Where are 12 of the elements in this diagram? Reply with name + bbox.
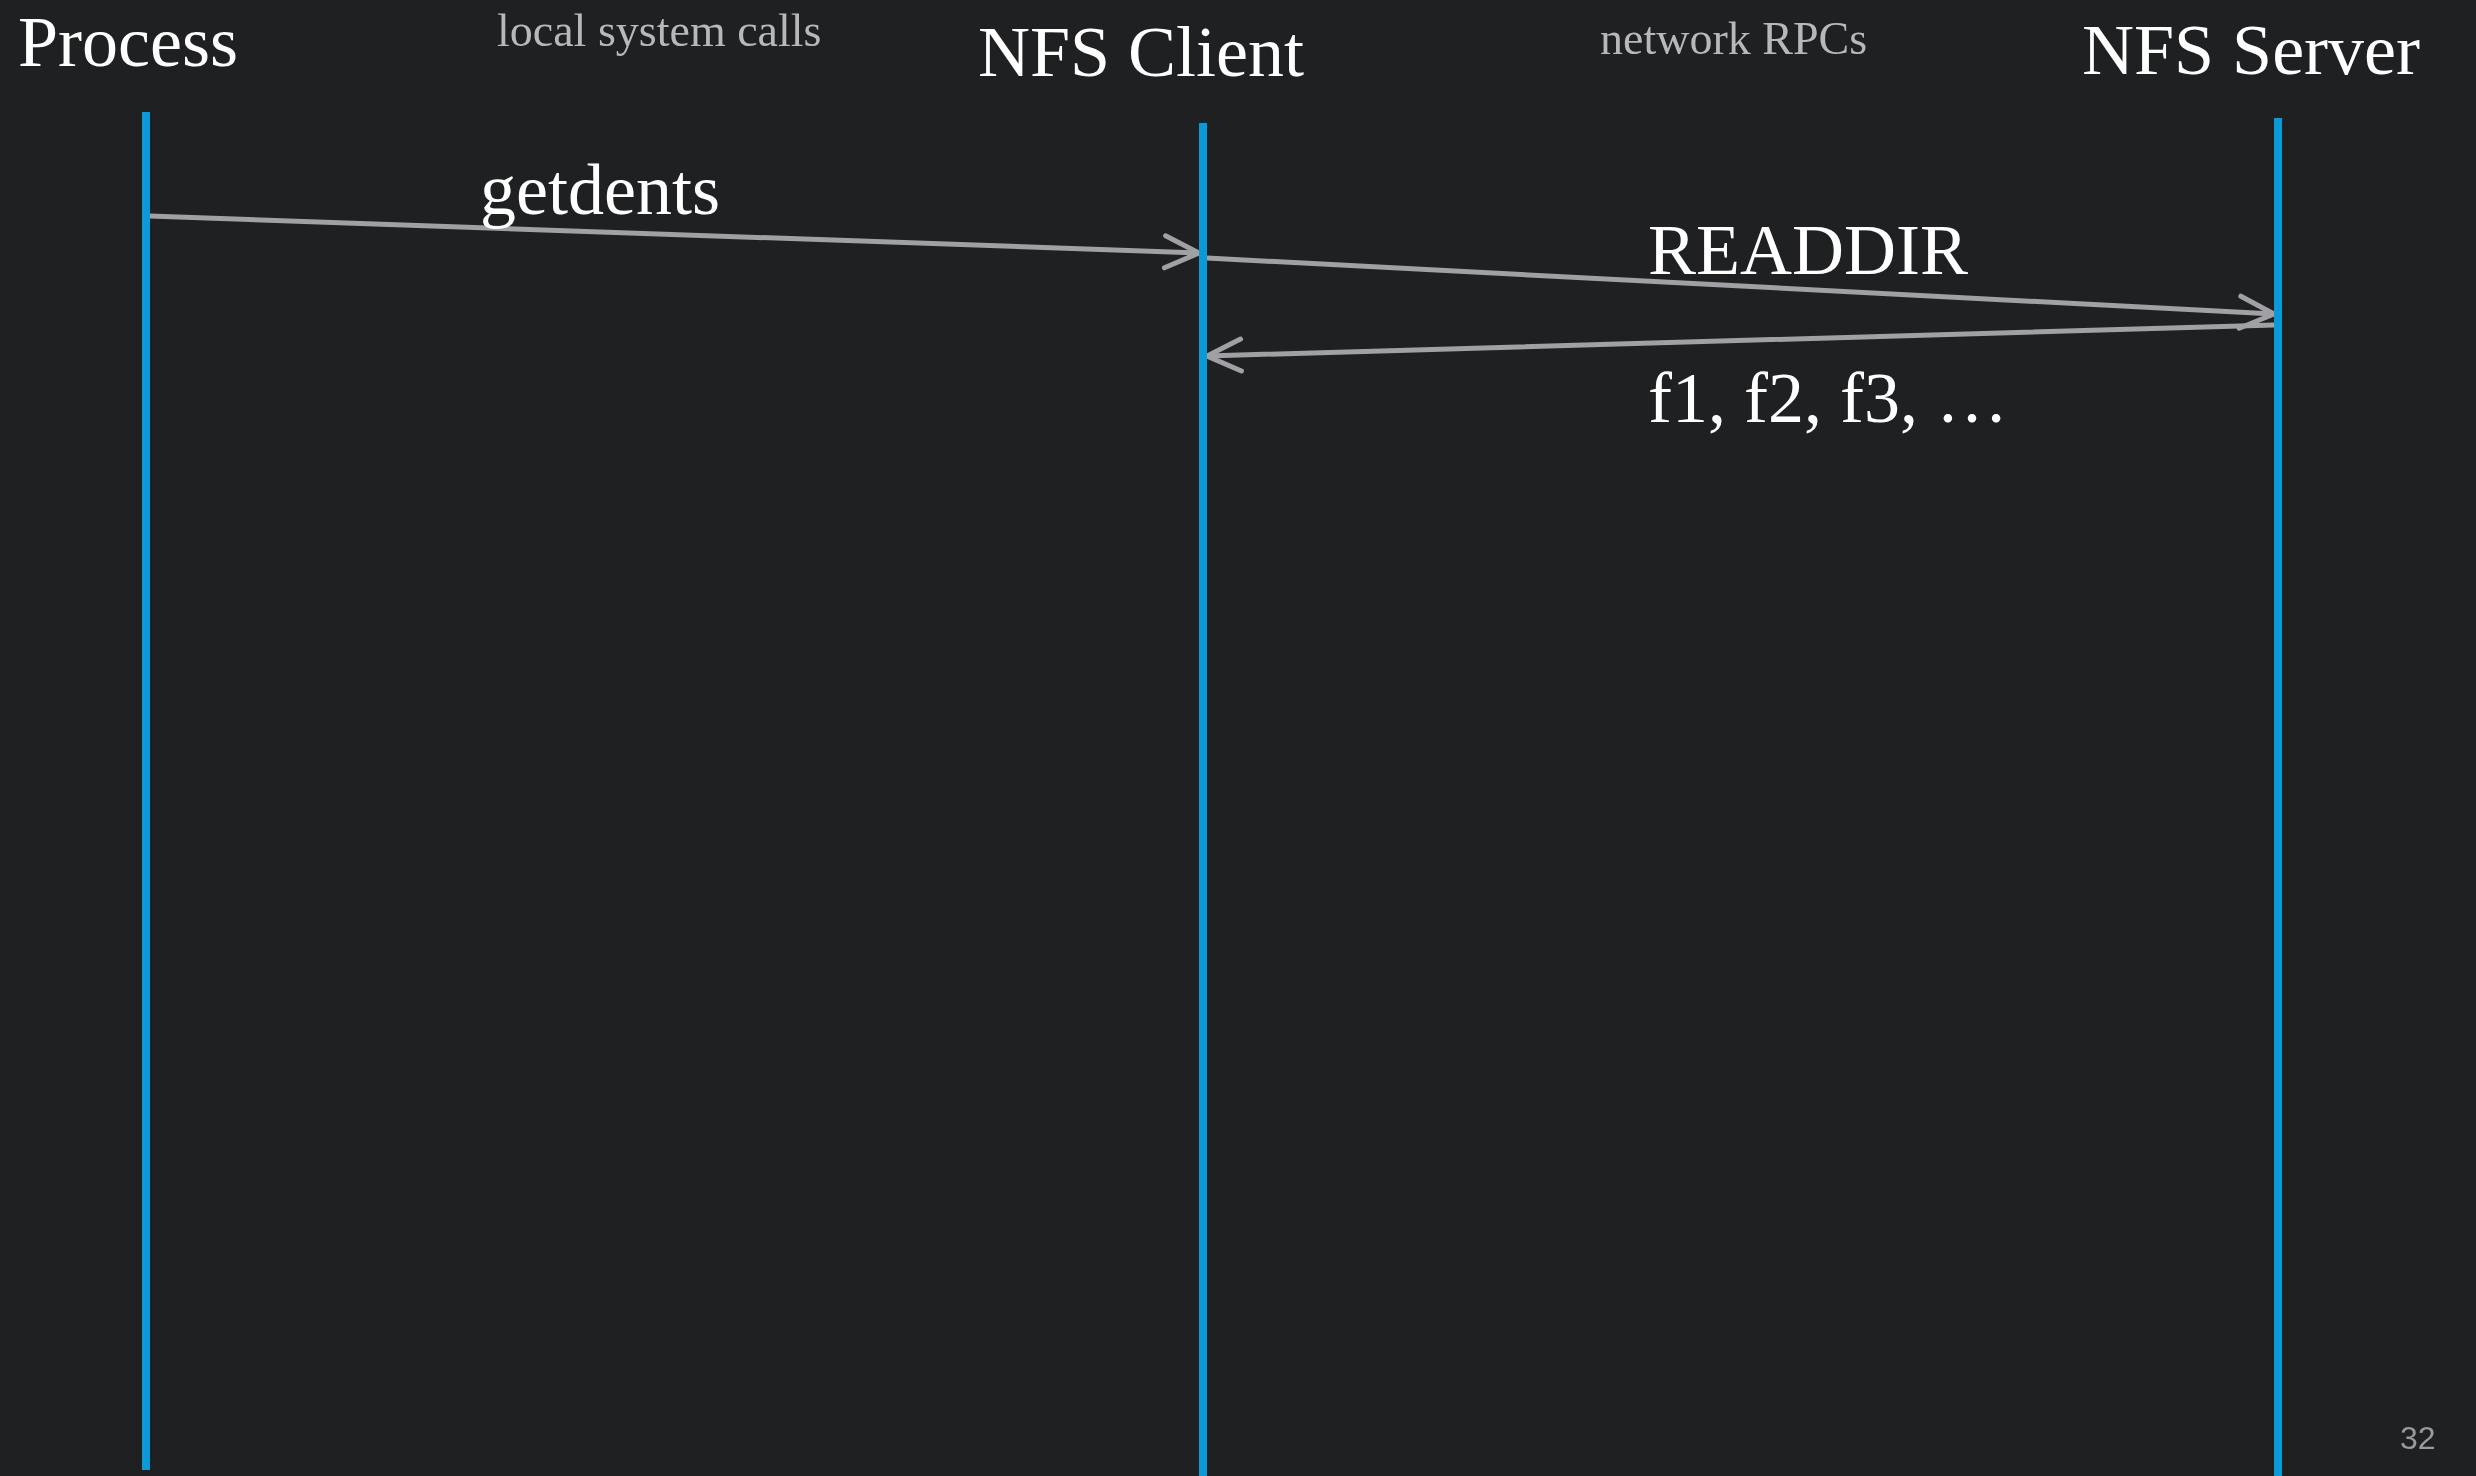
lifeline-title: Process [18,2,238,82]
arrow [1204,322,2277,374]
lifeline-title: NFS Client [978,12,1305,92]
arrow [147,213,1202,271]
annotation: local system calls [497,4,822,58]
annotation: network RPCs [1600,12,1868,66]
lifeline-title: NFS Server [2082,10,2420,90]
page-number: 32 [2400,1419,2436,1458]
edge-label: getdents [479,150,721,230]
arrow [1204,255,2277,331]
edge-label: f1, f2, f3, … [1647,358,2009,438]
edge-label: READDIR [1647,210,1969,290]
